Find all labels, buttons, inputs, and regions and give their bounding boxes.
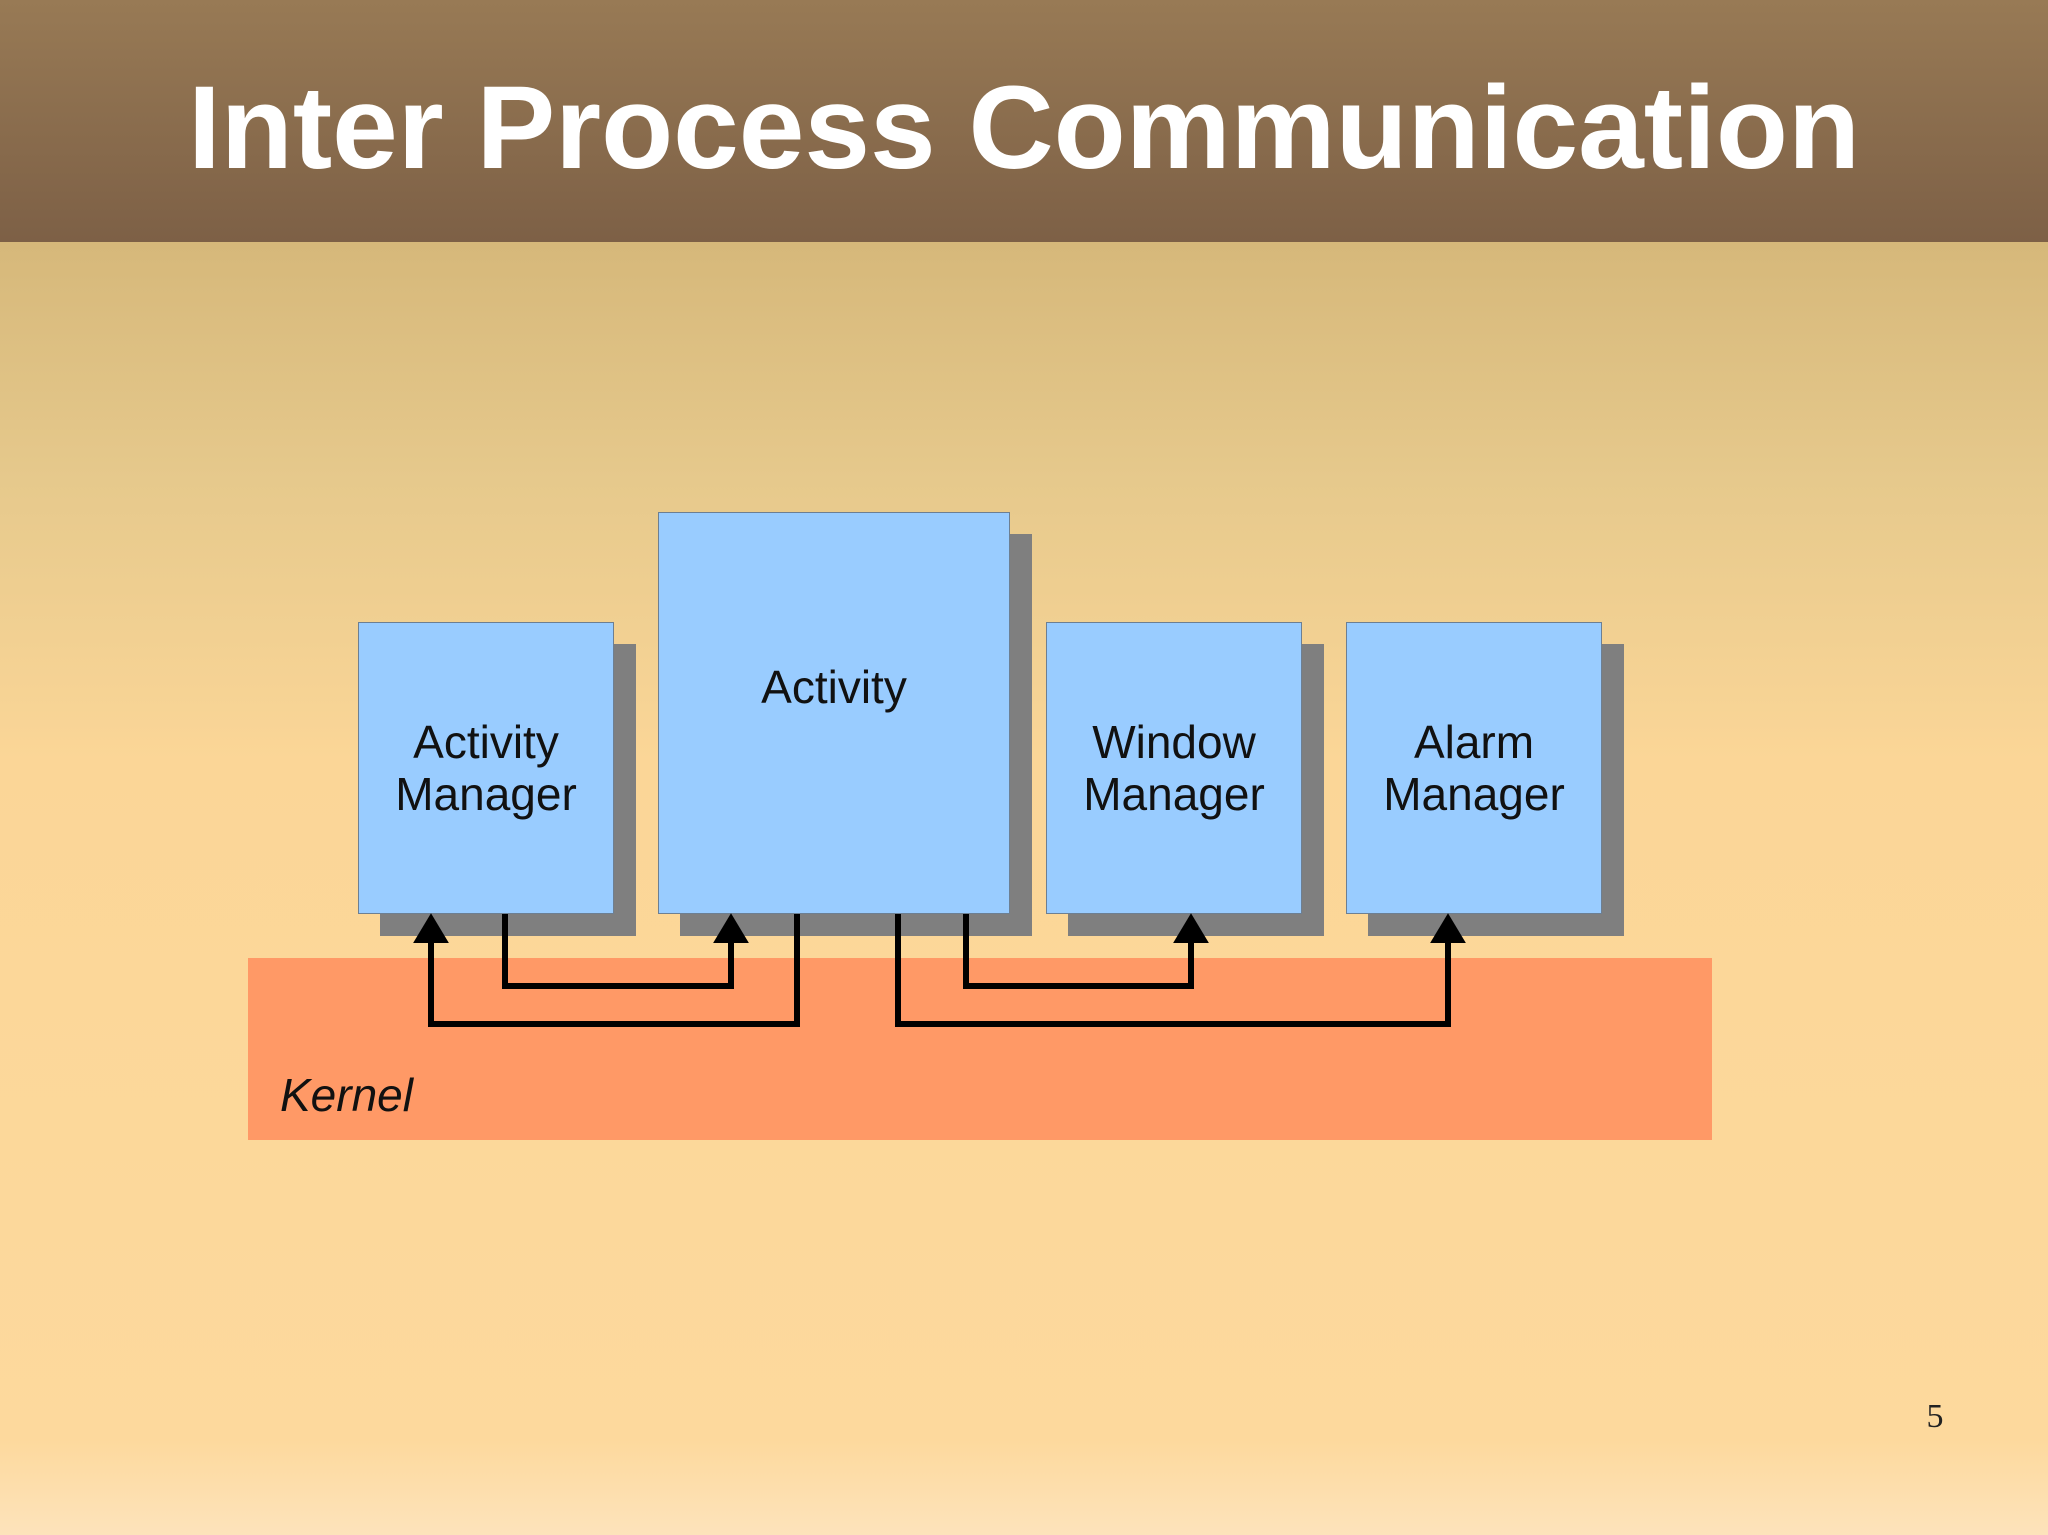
connector-activity-manager-to-activity <box>502 913 749 989</box>
alarm-manager-box: Alarm Manager <box>1346 622 1602 914</box>
activity-manager-label: Activity Manager <box>395 716 577 820</box>
page-number: 5 <box>1926 1398 1944 1435</box>
kernel-label: Kernel <box>280 1069 413 1121</box>
alarm-manager-label: Alarm Manager <box>1383 716 1565 820</box>
activity-label: Activity <box>761 661 907 713</box>
window-manager-label: Window Manager <box>1083 716 1265 820</box>
slide-title: Inter Process Communication <box>187 62 1861 194</box>
activity-box: Activity <box>658 512 1010 914</box>
activity-manager-box: Activity Manager <box>358 622 614 914</box>
window-manager-box: Window Manager <box>1046 622 1302 914</box>
title-bar: Inter Process Communication <box>0 0 2048 242</box>
connector-activity-to-activity-manager <box>413 913 800 1027</box>
connector-activity-to-alarm-manager <box>895 913 1466 1027</box>
connector-window-manager-loop <box>963 913 1209 989</box>
